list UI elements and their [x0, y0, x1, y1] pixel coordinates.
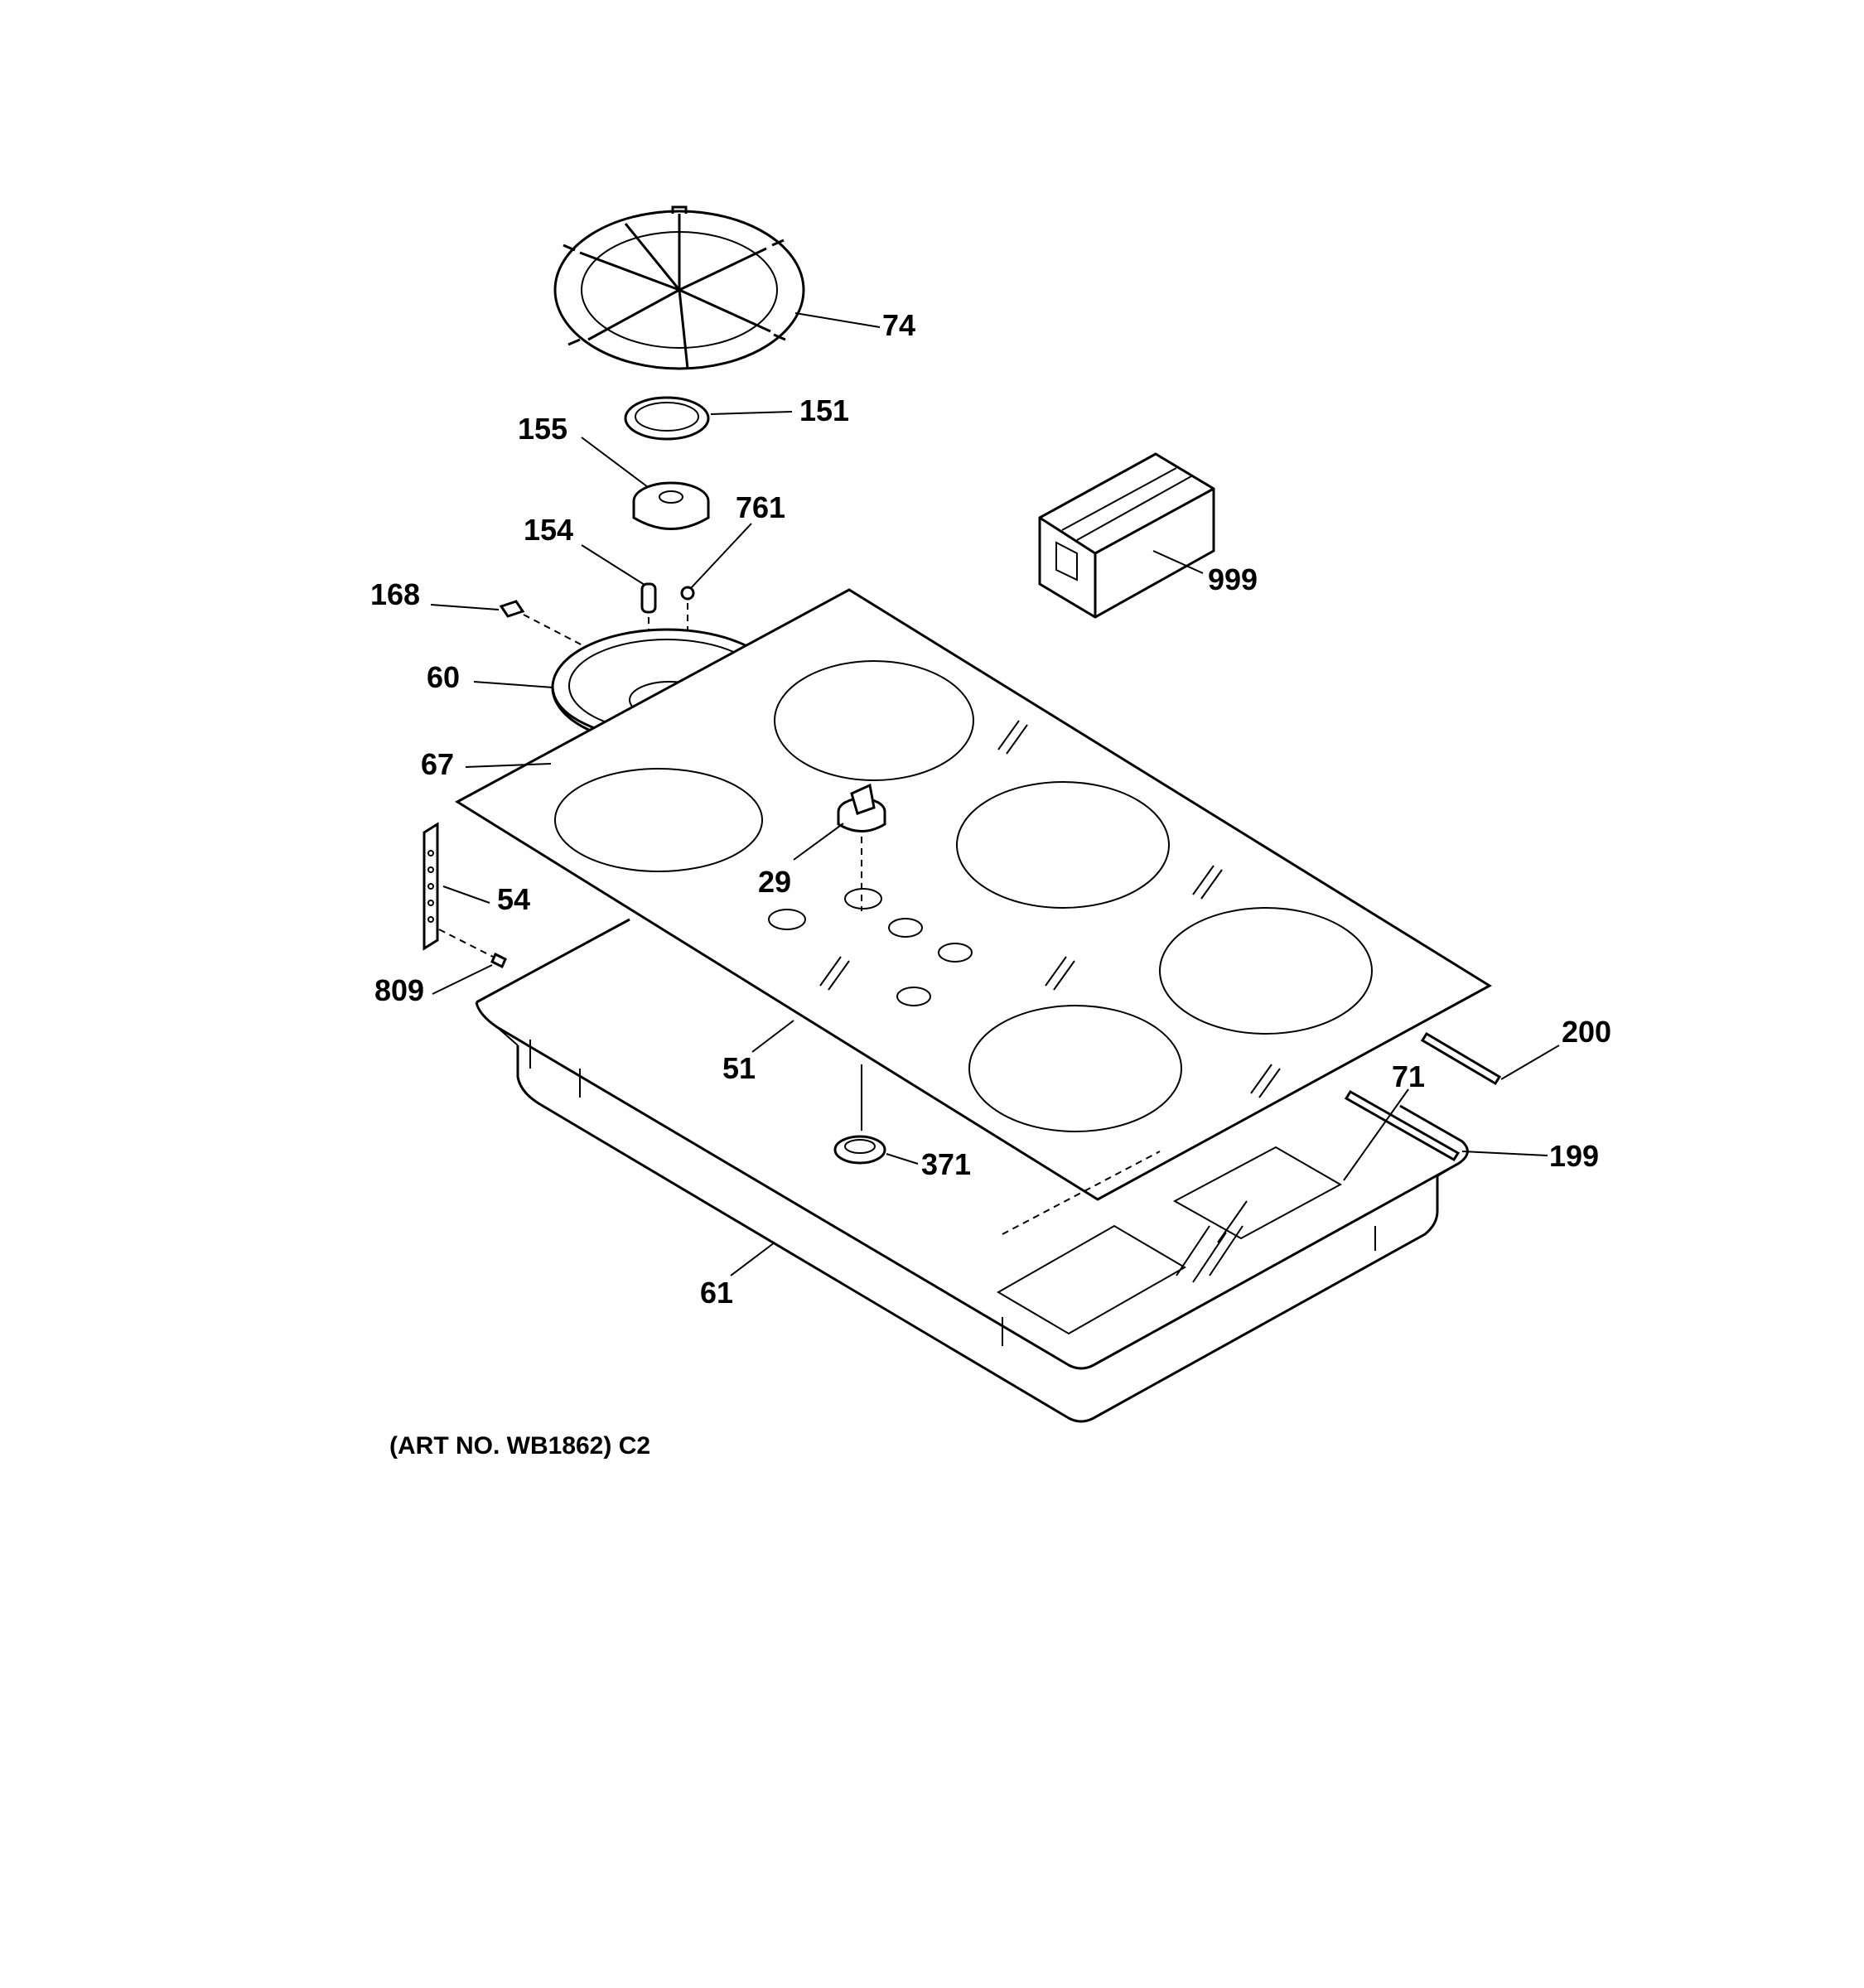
glass-cooktop-part	[455, 588, 1492, 1201]
callout-168: 168	[370, 577, 420, 611]
callout-51: 51	[722, 1051, 756, 1085]
kit-box-part	[1038, 452, 1215, 619]
callout-74: 74	[882, 308, 915, 342]
callout-761: 761	[736, 490, 785, 524]
leader-lines	[430, 312, 1560, 1276]
callout-67: 67	[421, 747, 454, 781]
burner-head-part	[632, 481, 710, 530]
control-knob-part	[837, 783, 886, 911]
callout-371: 371	[921, 1147, 971, 1181]
callout-809: 809	[374, 973, 424, 1007]
clip-part	[499, 600, 585, 647]
callout-199: 199	[1549, 1139, 1599, 1173]
callout-154: 154	[524, 513, 573, 547]
screw-809-part	[438, 929, 507, 969]
grommet-part	[833, 1135, 886, 1165]
callout-71: 71	[1392, 1059, 1425, 1093]
callout-155: 155	[518, 412, 567, 446]
callout-54: 54	[497, 882, 530, 916]
callout-151: 151	[799, 393, 849, 427]
callout-999: 999	[1208, 562, 1258, 596]
bracket-part	[423, 822, 439, 951]
burner-cap-part	[624, 396, 710, 441]
callout-60: 60	[427, 660, 460, 694]
callout-200: 200	[1562, 1015, 1611, 1049]
burner-grate-part	[553, 205, 805, 370]
strip-199-part	[1344, 1089, 1461, 1162]
art-number-caption: (ART NO. WB1862) C2	[389, 1432, 650, 1460]
callout-61: 61	[700, 1276, 733, 1310]
strip-200-part	[1420, 1031, 1502, 1086]
callout-29: 29	[758, 865, 791, 899]
